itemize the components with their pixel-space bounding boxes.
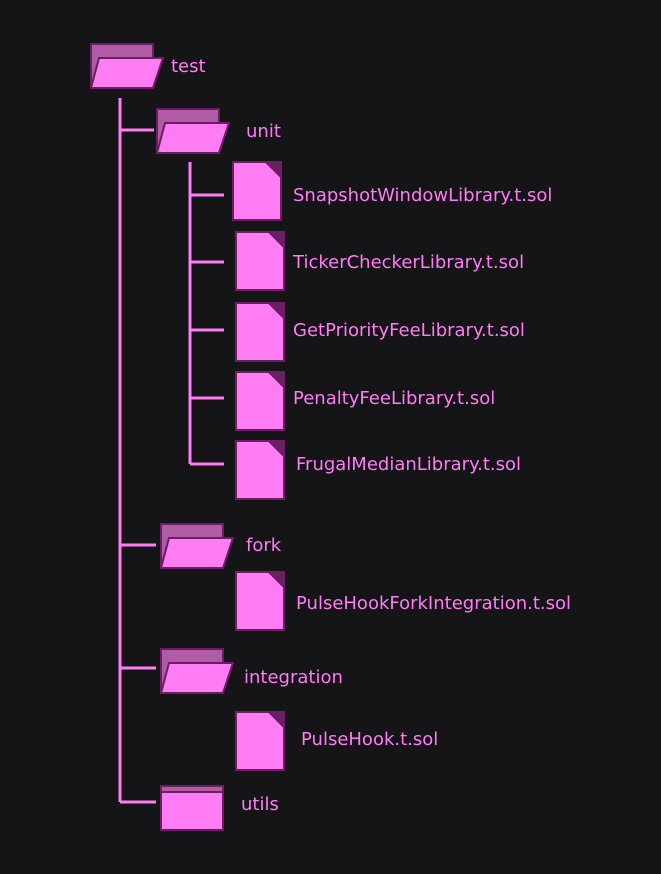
file-icon[interactable] bbox=[235, 571, 285, 631]
folder-label-fork[interactable]: fork bbox=[246, 535, 282, 556]
file-icon[interactable] bbox=[235, 231, 285, 291]
folder-label-test[interactable]: test bbox=[171, 56, 206, 77]
file-icon[interactable] bbox=[232, 161, 282, 221]
file-icon[interactable] bbox=[235, 371, 285, 431]
file-label[interactable]: PenaltyFeeLibrary.t.sol bbox=[293, 388, 496, 409]
file-label[interactable]: FrugalMedianLibrary.t.sol bbox=[296, 454, 522, 475]
folder-label-unit[interactable]: unit bbox=[246, 121, 281, 142]
folder-closed-icon[interactable] bbox=[160, 785, 224, 831]
folder-label-utils[interactable]: utils bbox=[241, 794, 279, 815]
file-label[interactable]: TickerCheckerLibrary.t.sol bbox=[293, 252, 525, 273]
file-label[interactable]: PulseHook.t.sol bbox=[301, 729, 439, 750]
tree-connectors bbox=[118, 98, 224, 804]
file-icon[interactable] bbox=[235, 302, 285, 362]
folder-label-integration[interactable]: integration bbox=[244, 667, 343, 688]
folder-open-icon[interactable] bbox=[90, 43, 164, 89]
file-label[interactable]: SnapshotWindowLibrary.t.sol bbox=[293, 185, 553, 206]
folder-open-icon[interactable] bbox=[156, 108, 230, 154]
file-icon[interactable] bbox=[235, 440, 285, 500]
file-label[interactable]: GetPriorityFeeLibrary.t.sol bbox=[293, 320, 525, 341]
file-icon[interactable] bbox=[235, 711, 285, 771]
folder-open-icon[interactable] bbox=[160, 648, 234, 694]
file-label[interactable]: PulseHookForkIntegration.t.sol bbox=[296, 593, 572, 614]
folder-open-icon[interactable] bbox=[160, 523, 234, 569]
